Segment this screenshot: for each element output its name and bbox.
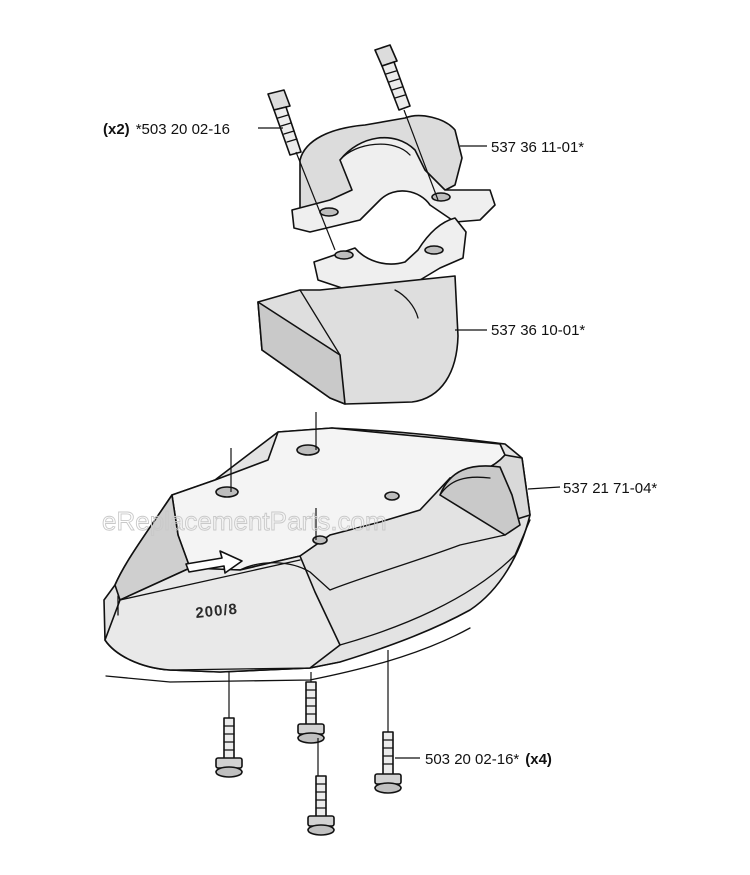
callout-lower-screw: 503 20 02-16* (x4) [425, 751, 552, 768]
callout-guard: 537 21 71-04* [563, 480, 657, 497]
lower-screw-4 [374, 731, 402, 794]
assembly-lines [228, 109, 439, 776]
clamp-lower-half [257, 217, 467, 405]
callout-upper-screw: (x2) *503 20 02-16 [103, 121, 230, 138]
watermark-text: eReplacementParts.com [102, 506, 387, 536]
clamp-upper-half [291, 114, 496, 233]
callout-clamp-top: 537 36 11-01* [491, 139, 584, 156]
trimmer-guard [103, 427, 531, 683]
lower-screw-qty: (x4) [525, 751, 552, 768]
lower-screw-3 [307, 775, 335, 836]
leader-lines [258, 127, 561, 759]
upper-screw-part-number: *503 20 02-16 [136, 121, 230, 138]
lower-screw-part-number: 503 20 02-16* [425, 751, 519, 768]
upper-screw-left [267, 89, 302, 156]
guard-embossed-text: 200/8 [195, 601, 239, 622]
upper-screw-qty: (x2) [103, 121, 130, 138]
lower-screw-1 [215, 717, 243, 778]
upper-screw-right [374, 44, 411, 111]
lower-screw-2 [297, 681, 325, 744]
callout-clamp-bottom: 537 36 10-01* [491, 322, 585, 339]
